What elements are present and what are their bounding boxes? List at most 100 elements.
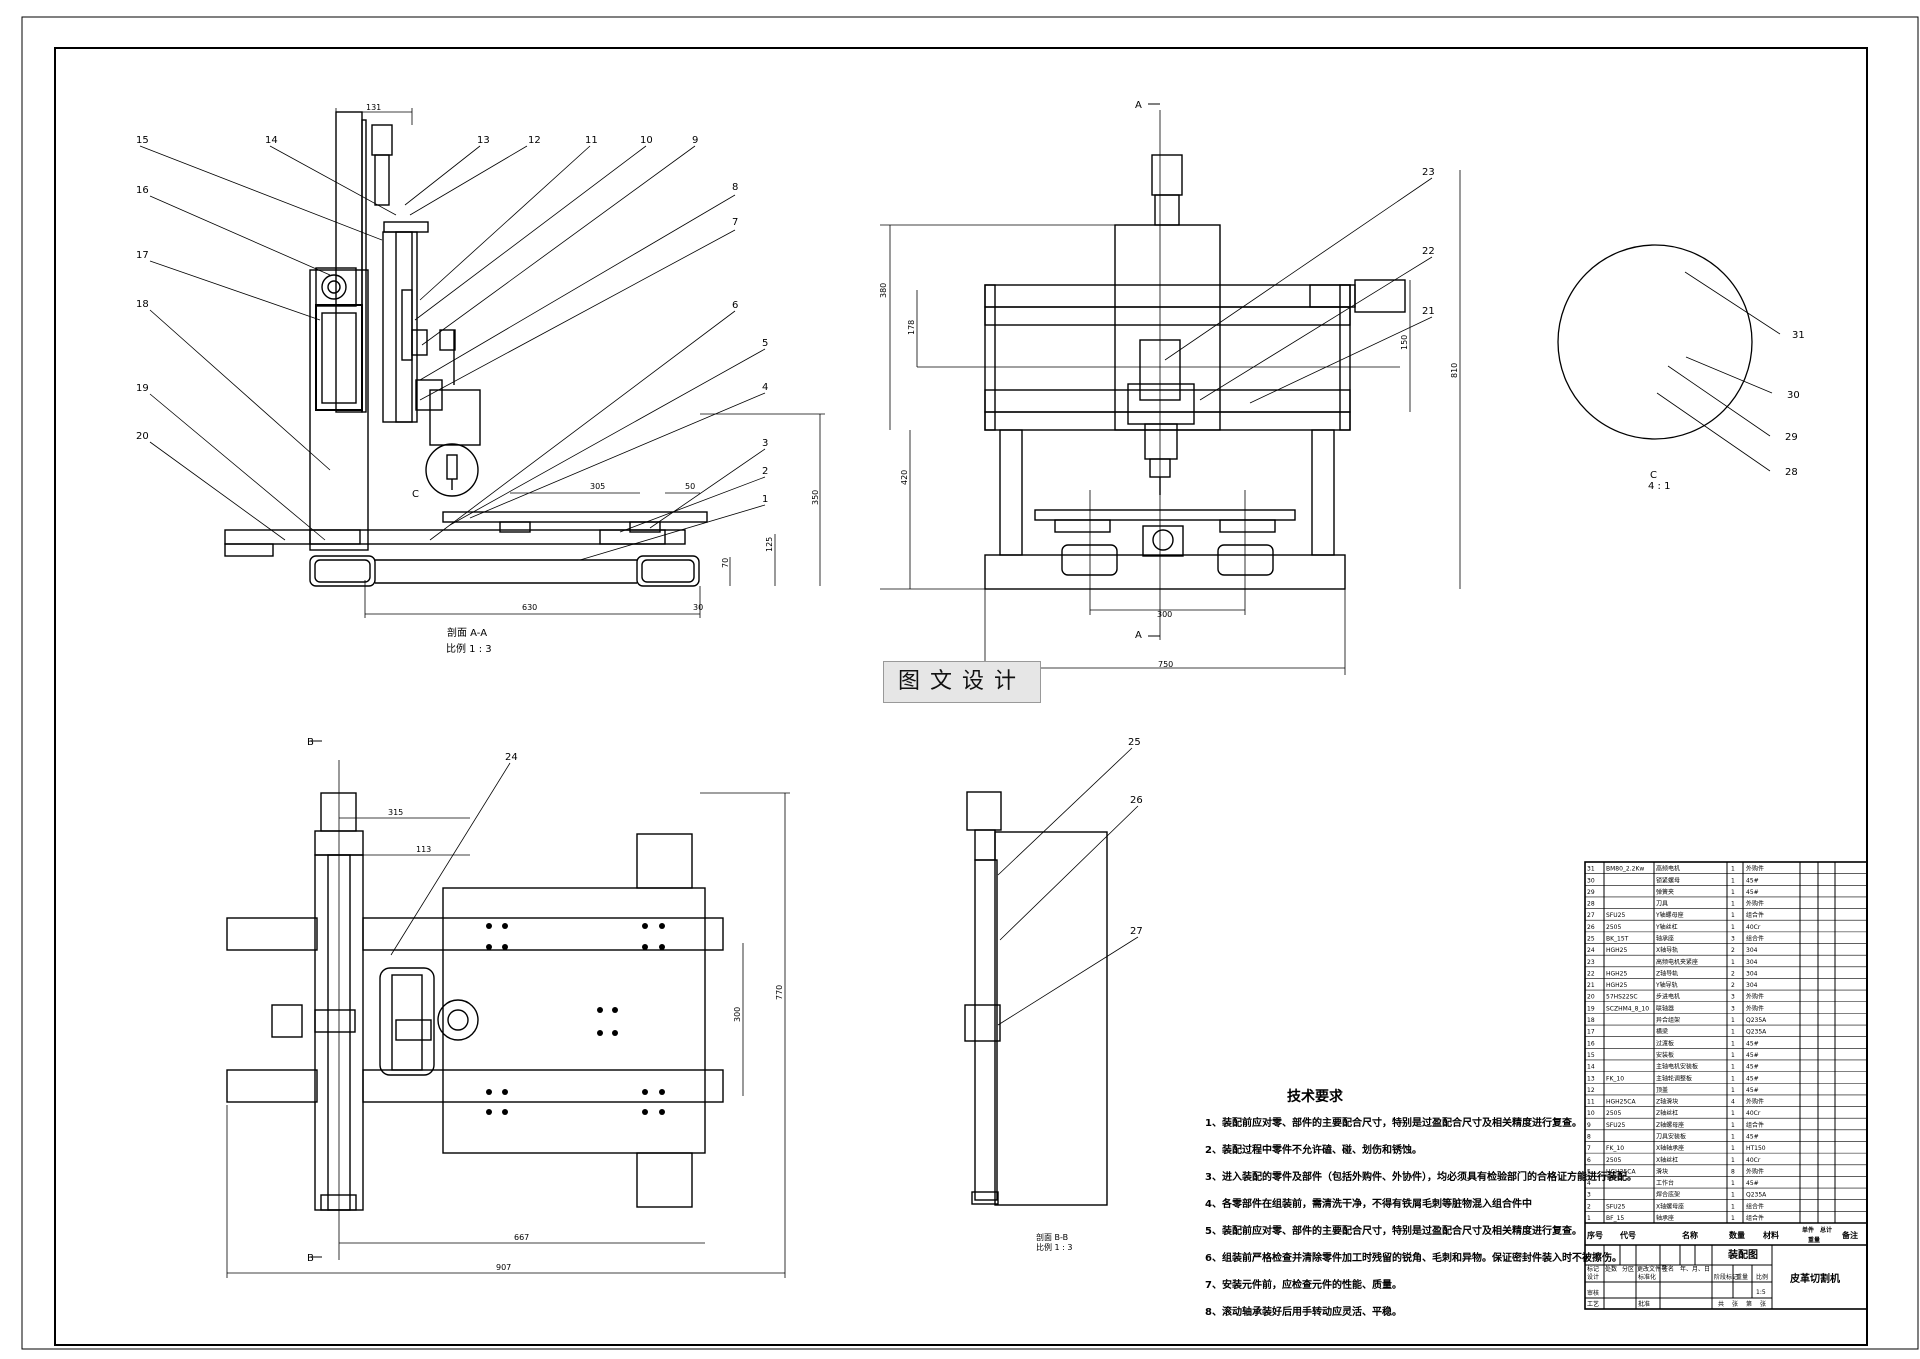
tb-label-approve: 批准 bbox=[1638, 1300, 1650, 1308]
bom-cell-name: 滑块 bbox=[1656, 1167, 1668, 1175]
bom-cell-seq: 21 bbox=[1587, 982, 1595, 989]
bom-cell-name: 步进电机 bbox=[1656, 993, 1680, 1001]
bom-cell-code: 2505 bbox=[1606, 1110, 1621, 1117]
tb-scale-value: 1:5 bbox=[1756, 1289, 1766, 1296]
bom-cell-material: HT150 bbox=[1746, 1145, 1766, 1152]
dim-30: 30 bbox=[693, 603, 703, 612]
balloon-1: 1 bbox=[762, 494, 768, 505]
balloon-6: 6 bbox=[732, 300, 738, 311]
bom-cell-qty: 4 bbox=[1731, 1099, 1735, 1106]
bom-cell-name: 联轴器 bbox=[1656, 1004, 1674, 1012]
dim-907: 907 bbox=[496, 1263, 511, 1272]
tb-label-review: 审核 bbox=[1587, 1289, 1599, 1297]
bom-cell-name: 轴承座 bbox=[1656, 935, 1674, 943]
bom-cell-name: Z轴丝杠 bbox=[1656, 1109, 1678, 1117]
bom-cell-seq: 27 bbox=[1587, 912, 1595, 919]
bom-cell-qty: 2 bbox=[1731, 947, 1735, 954]
bom-cell-code: BM80_2.2Kw bbox=[1606, 866, 1644, 873]
balloon-7: 7 bbox=[732, 217, 738, 228]
bom-header-remark: 备注 bbox=[1841, 1230, 1858, 1240]
detail-c-title: C bbox=[1650, 470, 1657, 481]
dim-750: 750 bbox=[1158, 660, 1173, 669]
bom-cell-name: 刀具 bbox=[1656, 901, 1668, 908]
bom-cell-material: 组合件 bbox=[1746, 1214, 1764, 1222]
bom-cell-material: 304 bbox=[1746, 959, 1758, 966]
section-bb-title: 剖面 B-B bbox=[1036, 1232, 1068, 1242]
bom-cell-qty: 1 bbox=[1731, 1040, 1735, 1047]
bom-header-total-weight: 总计 bbox=[1820, 1226, 1832, 1234]
sheet-inner-frame bbox=[54, 47, 1868, 1346]
bom-cell-seq: 13 bbox=[1587, 1075, 1595, 1082]
bom-cell-seq: 22 bbox=[1587, 970, 1595, 977]
bom-cell-seq: 7 bbox=[1587, 1145, 1591, 1152]
section-aa-title: 剖面 A-A bbox=[447, 626, 487, 639]
balloon-5: 5 bbox=[762, 338, 768, 349]
dim-810: 810 bbox=[1450, 363, 1459, 378]
bom-cell-name: Z轴滑块 bbox=[1656, 1098, 1678, 1106]
detail-c-marker-label: C bbox=[412, 489, 419, 500]
balloon-30: 30 bbox=[1787, 390, 1800, 401]
bom-cell-seq: 1 bbox=[1587, 1215, 1591, 1222]
bom-cell-qty: 1 bbox=[1731, 1145, 1735, 1152]
section-marker-a-top: A bbox=[1135, 100, 1142, 111]
dim-300-front: 300 bbox=[1157, 610, 1172, 619]
bom-cell-name: X轴导轨 bbox=[1656, 946, 1678, 954]
bom-cell-qty: 3 bbox=[1731, 994, 1735, 1001]
dim-178: 178 bbox=[907, 320, 916, 335]
bom-cell-seq: 23 bbox=[1587, 959, 1595, 966]
dim-150: 150 bbox=[1400, 335, 1409, 350]
bom-cell-seq: 19 bbox=[1587, 1005, 1595, 1012]
bom-cell-seq: 3 bbox=[1587, 1192, 1591, 1199]
balloon-11: 11 bbox=[585, 135, 598, 146]
bom-cell-name: 焊合底架 bbox=[1656, 1191, 1680, 1199]
bom-cell-material: 304 bbox=[1746, 982, 1758, 989]
dim-300-top: 300 bbox=[733, 1007, 742, 1022]
bom-cell-name: X轴螺母座 bbox=[1656, 1202, 1684, 1210]
bom-header-material: 材料 bbox=[1763, 1230, 1779, 1240]
balloon-25: 25 bbox=[1128, 737, 1141, 748]
bom-cell-seq: 10 bbox=[1587, 1110, 1595, 1117]
front-view bbox=[880, 110, 1461, 675]
bom-header-name: 名称 bbox=[1682, 1230, 1698, 1240]
bom-header-weight: 重量 bbox=[1808, 1236, 1820, 1244]
bom-cell-code: 2505 bbox=[1606, 924, 1621, 931]
bom-cell-code: SFU25 bbox=[1606, 1203, 1625, 1210]
bom-cell-material: 45# bbox=[1746, 889, 1759, 896]
balloon-13: 13 bbox=[477, 135, 490, 146]
bom-cell-qty: 1 bbox=[1731, 1203, 1735, 1210]
bom-cell-name: 高频电机夹紧座 bbox=[1656, 958, 1698, 966]
tb-label-sheet: 张 bbox=[1760, 1300, 1766, 1308]
bom-cell-material: 组合件 bbox=[1746, 935, 1764, 943]
balloon-18: 18 bbox=[136, 299, 149, 310]
tb-label-scale: 比例 bbox=[1756, 1273, 1768, 1281]
bom-cell-material: 外购件 bbox=[1746, 1004, 1764, 1012]
tb-drawing-title: 装配图 bbox=[1727, 1248, 1758, 1261]
bom-cell-qty: 1 bbox=[1731, 1133, 1735, 1140]
bom-cell-name: 顶盖 bbox=[1656, 1086, 1668, 1094]
tech-requirement-item: 7、安装元件前，应检查元件的性能、质量。 bbox=[1205, 1280, 1402, 1291]
section-arrows bbox=[310, 103, 1160, 1258]
dim-667: 667 bbox=[514, 1233, 529, 1242]
bom-cell-seq: 20 bbox=[1587, 994, 1595, 1001]
balloon-27: 27 bbox=[1130, 926, 1143, 937]
bom-cell-code: BK_15T bbox=[1606, 936, 1629, 943]
balloon-20: 20 bbox=[136, 431, 149, 442]
bom-cell-material: 45# bbox=[1746, 877, 1759, 884]
bom-cell-qty: 3 bbox=[1731, 1005, 1735, 1012]
dim-770: 770 bbox=[775, 985, 784, 1000]
bom-cell-code: HGH25 bbox=[1606, 947, 1627, 954]
bom-cell-name: Z轴螺母座 bbox=[1656, 1121, 1684, 1129]
bom-cell-seq: 12 bbox=[1587, 1087, 1595, 1094]
balloon-12: 12 bbox=[528, 135, 541, 146]
bom-cell-material: 40Cr bbox=[1746, 924, 1761, 931]
balloon-10: 10 bbox=[640, 135, 653, 146]
bom-cell-seq: 26 bbox=[1587, 924, 1595, 931]
bom-cell-seq: 30 bbox=[1587, 877, 1595, 884]
balloon-16: 16 bbox=[136, 185, 149, 196]
balloon-28: 28 bbox=[1785, 467, 1798, 478]
bom-cell-material: 组合件 bbox=[1746, 1202, 1764, 1210]
balloon-17: 17 bbox=[136, 250, 149, 261]
balloon-9: 9 bbox=[692, 135, 698, 146]
bom-cell-seq: 25 bbox=[1587, 936, 1595, 943]
